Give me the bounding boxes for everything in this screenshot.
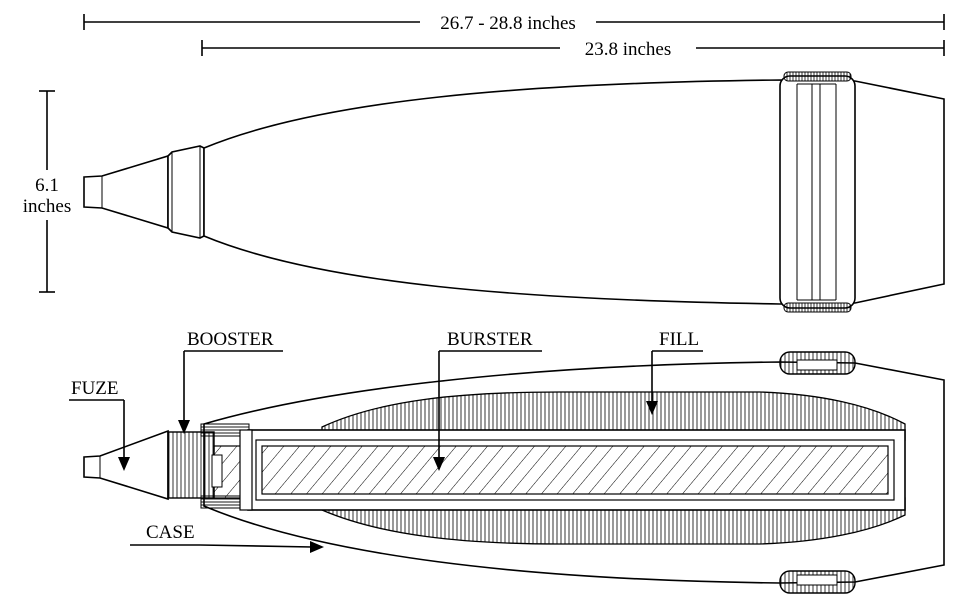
body-length-dimension: 23.8 inches bbox=[201, 39, 945, 60]
diameter-label-line2: inches bbox=[23, 196, 72, 217]
label-fuze: FUZE bbox=[69, 378, 130, 471]
case-label: CASE bbox=[146, 522, 195, 543]
fill-label: FILL bbox=[659, 329, 699, 350]
rotating-band bbox=[779, 71, 856, 313]
exterior-view bbox=[83, 71, 945, 313]
label-fill: FILL bbox=[646, 329, 703, 415]
fuze-label: FUZE bbox=[71, 378, 119, 399]
label-burster: BURSTER bbox=[433, 329, 542, 471]
fill-upper bbox=[321, 391, 906, 441]
label-case: CASE bbox=[130, 522, 324, 553]
diameter-label-line1: 6.1 bbox=[35, 175, 59, 196]
booster-charge bbox=[167, 431, 215, 499]
burster-label: BURSTER bbox=[447, 329, 533, 350]
booster-label: BOOSTER bbox=[187, 329, 274, 350]
rotating-band-section bbox=[779, 351, 856, 594]
overall-length-label: 26.7 - 28.8 inches bbox=[440, 13, 576, 34]
label-booster: BOOSTER bbox=[178, 329, 283, 434]
body-length-label: 23.8 inches bbox=[585, 39, 672, 60]
diameter-dimension: 6.1 inches bbox=[23, 90, 72, 293]
cutaway-view bbox=[83, 351, 945, 594]
overall-length-dimension: 26.7 - 28.8 inches bbox=[83, 13, 945, 34]
burster-charge bbox=[261, 445, 889, 495]
